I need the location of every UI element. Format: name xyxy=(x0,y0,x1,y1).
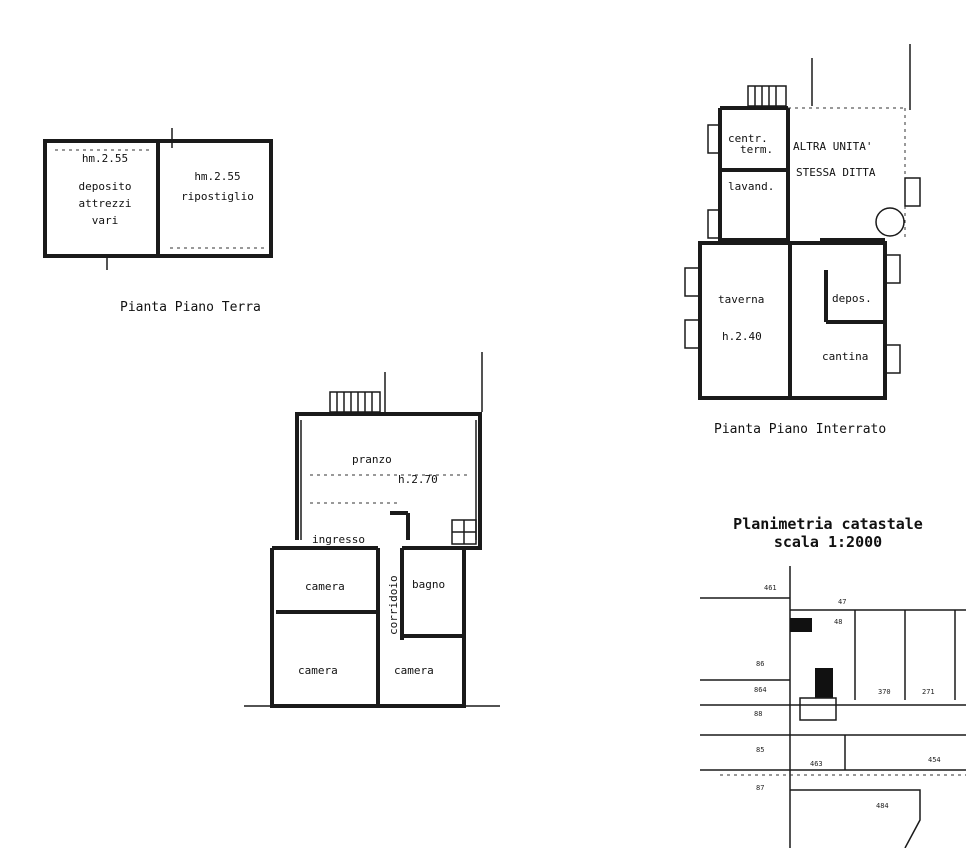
camera-label-3: camera xyxy=(394,664,434,677)
parcel-number: 88 xyxy=(754,710,763,718)
taverna-label: taverna xyxy=(718,293,765,306)
parcel-number: 864 xyxy=(754,686,767,694)
parcel-number: 461 xyxy=(764,584,777,592)
parcel-number: 484 xyxy=(876,802,889,810)
parcel-number: 463 xyxy=(810,760,823,768)
altra-unita-label-1: ALTRA UNITA' xyxy=(793,140,873,153)
ground-floor-plan xyxy=(43,128,273,270)
deposito-label-2: attrezzi xyxy=(78,197,132,210)
taverna-height-label: h.2.40 xyxy=(722,330,762,343)
parcel-number: 85 xyxy=(756,746,765,754)
pranzo-label: pranzo xyxy=(352,453,392,466)
basement-plan xyxy=(684,44,921,400)
corridoio-label: corridoio xyxy=(387,575,400,635)
ripostiglio-height-label: hm.2.55 xyxy=(194,170,241,183)
cadastral-scale: scala 1:2000 xyxy=(773,533,883,551)
centrale-termica-label-2: term. xyxy=(740,143,774,156)
deposito-label-3: vari xyxy=(91,214,119,227)
parcel-number: 86 xyxy=(756,660,765,668)
bagno-label: bagno xyxy=(412,578,446,591)
cantina-label: cantina xyxy=(822,350,869,363)
camera-label-2: camera xyxy=(298,664,338,677)
cadastral-map xyxy=(700,566,966,848)
deposito-label-1: deposito xyxy=(78,180,132,193)
altra-unita-label-2: STESSA DITTA xyxy=(796,166,876,179)
parcel-number: 47 xyxy=(838,598,847,606)
parcel-number: 370 xyxy=(878,688,891,696)
ground-floor-caption: Pianta Piano Terra xyxy=(120,300,261,315)
deposito-basement-label: depos. xyxy=(832,292,872,305)
parcel-number: 271 xyxy=(922,688,935,696)
parcel-number: 87 xyxy=(756,784,765,792)
centrale-termica-label-1: centr. xyxy=(728,132,768,145)
cadastral-title: Planimetria catastale xyxy=(733,515,923,533)
ingresso-label: ingresso xyxy=(312,533,365,546)
camera-label-1: camera xyxy=(305,580,345,593)
pranzo-height-label: h.2.70 xyxy=(398,473,438,486)
deposito-height-label: hm.2.55 xyxy=(81,152,129,165)
lavanderia-label: lavand. xyxy=(728,180,775,193)
parcel-number: 48 xyxy=(834,618,843,626)
basement-caption: Pianta Piano Interrato xyxy=(714,422,887,437)
parcel-number: 454 xyxy=(928,756,941,764)
main-floor-plan xyxy=(244,352,500,708)
ripostiglio-label: ripostiglio xyxy=(181,190,254,203)
